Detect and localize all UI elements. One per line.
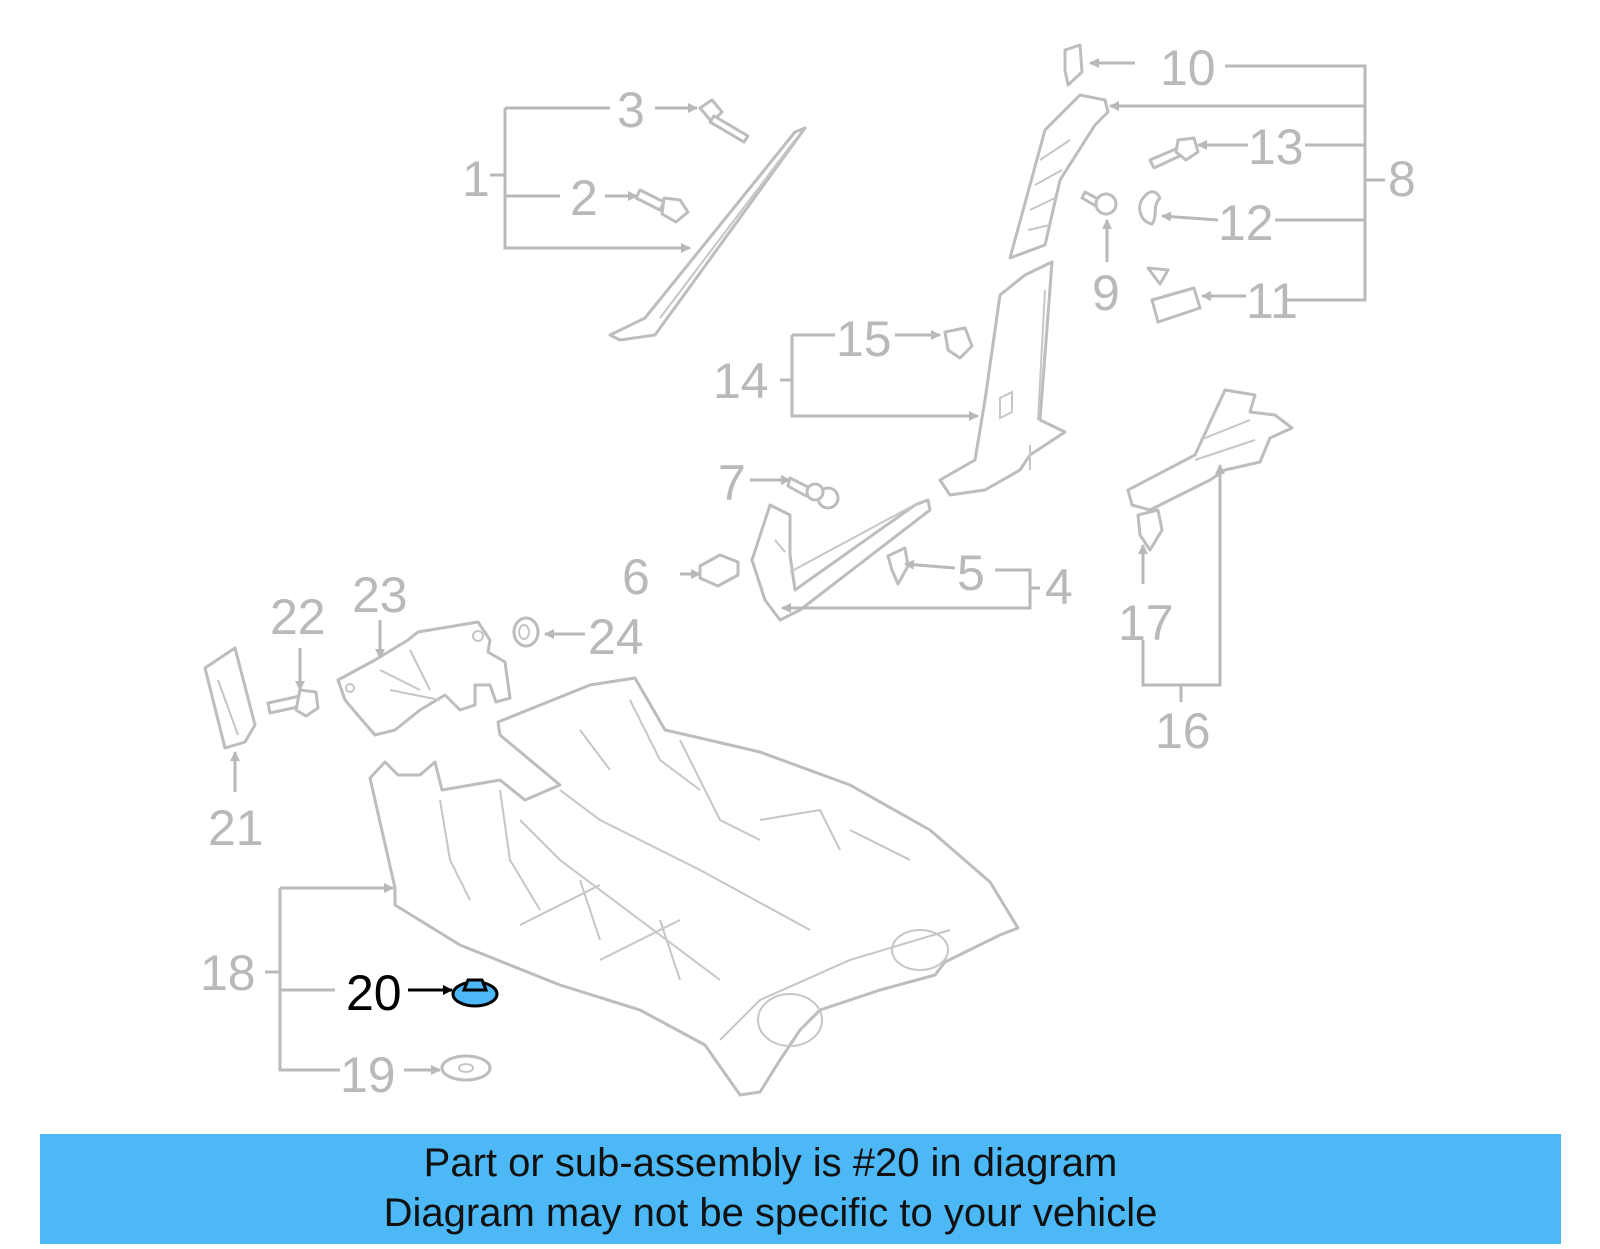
bolt-part-22	[266, 688, 320, 718]
label-24: 24	[588, 609, 644, 665]
clip-part-7	[786, 476, 840, 510]
clip-part-15	[943, 326, 974, 360]
label-7: 7	[718, 455, 746, 511]
label-6: 6	[622, 549, 650, 605]
clip-part-5	[886, 546, 910, 586]
label-5: 5	[957, 545, 985, 601]
label-8: 8	[1388, 151, 1416, 207]
label-21: 21	[208, 800, 264, 856]
rear-pillar-upper-part	[1008, 43, 1110, 260]
center-pillar-trim-part	[938, 260, 1067, 497]
rear-quarter-trim-part	[1126, 388, 1294, 552]
label-17: 17	[1118, 595, 1174, 651]
label-14: 14	[713, 353, 769, 409]
label-13: 13	[1248, 119, 1304, 175]
label-22: 22	[270, 589, 326, 645]
label-18: 18	[200, 945, 256, 1001]
bolt-part-13	[1148, 136, 1200, 170]
trim-part-21	[203, 646, 257, 750]
label-16: 16	[1155, 703, 1211, 759]
banner-line-part-number: Part or sub-assembly is #20 in diagram	[423, 1141, 1118, 1185]
pad-part-6	[698, 553, 740, 588]
washer-part-19	[440, 1054, 492, 1082]
grommet-part-24	[512, 616, 540, 648]
label-9: 9	[1092, 265, 1120, 321]
info-banner: Part or sub-assembly is #20 in diagram D…	[40, 1134, 1561, 1244]
label-15: 15	[836, 311, 892, 367]
a-pillar-trim-part	[608, 126, 807, 342]
label-1: 1	[462, 151, 490, 207]
clip-part-3	[698, 98, 750, 144]
label-4: 4	[1045, 559, 1073, 615]
clip-part-12	[1138, 190, 1162, 226]
floor-carpet-part	[368, 676, 1020, 1097]
screw-part-9	[1080, 190, 1118, 216]
bracket-part-23	[336, 620, 512, 737]
scuff-plate-part	[750, 498, 932, 622]
cover-part-11	[1146, 266, 1202, 324]
bolt-part-2	[634, 188, 690, 224]
label-10: 10	[1160, 40, 1216, 96]
highlighted-part-20[interactable]	[451, 978, 499, 1008]
label-11: 11	[1246, 273, 1298, 329]
label-23: 23	[352, 567, 408, 623]
banner-line-disclaimer: Diagram may not be specific to your vehi…	[383, 1191, 1158, 1235]
label-12: 12	[1218, 195, 1274, 251]
label-20-highlighted[interactable]: 20	[346, 965, 402, 1021]
leader-lines	[230, 58, 1385, 1075]
label-19: 19	[340, 1047, 396, 1103]
label-3: 3	[617, 82, 645, 138]
label-2: 2	[570, 170, 598, 226]
callout-labels: 1 2 3 4 5 6 7 8 9 10 11 12 13 14 15 16 1…	[200, 40, 1416, 1103]
